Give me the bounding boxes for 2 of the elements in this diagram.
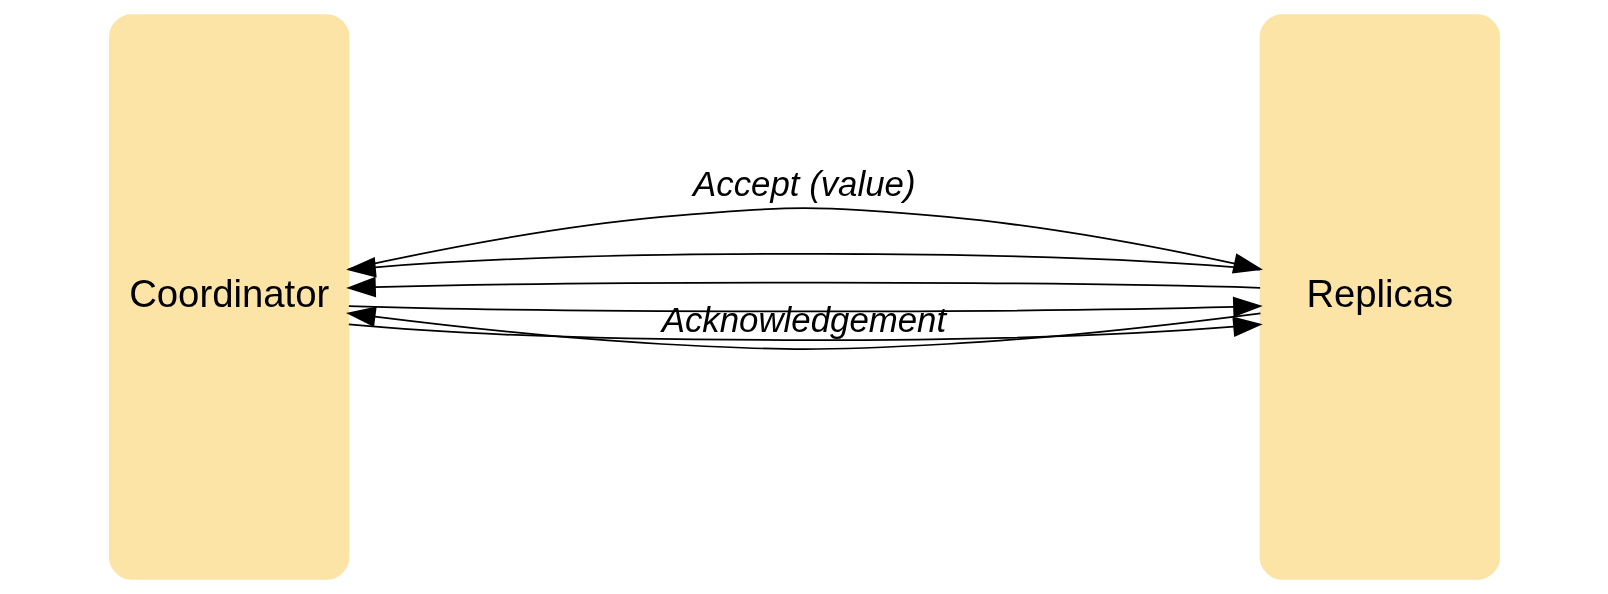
edge-label: Acknowledgement bbox=[661, 299, 946, 339]
edge-label: Accept (value) bbox=[692, 164, 916, 204]
